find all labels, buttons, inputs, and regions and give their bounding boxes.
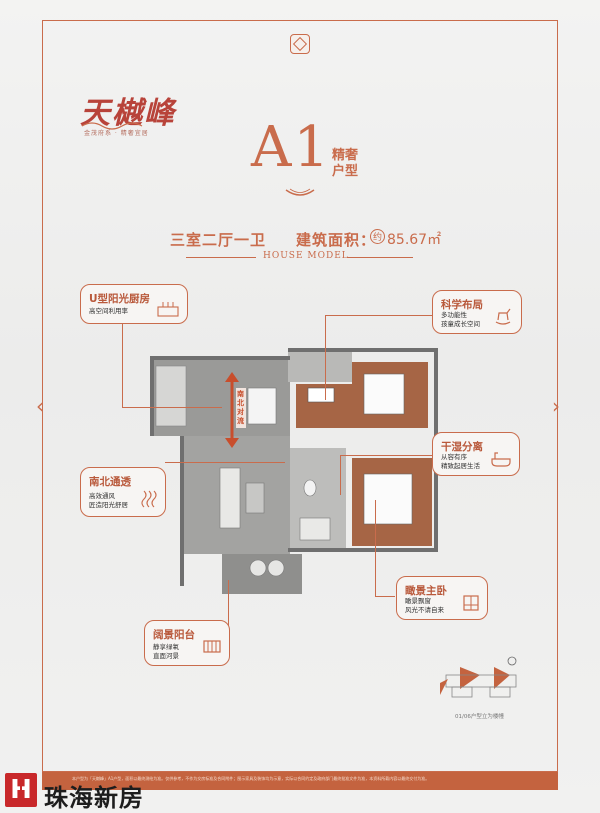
approx-badge: 约: [370, 229, 385, 244]
brand-logo: 天樾峰: [80, 96, 176, 131]
disclaimer-bar: 本户型为「天樾峰」A1户型，面积以最终测绘为准。仅供参考，不作为交房标准及合同附…: [42, 772, 558, 790]
area-value: 85.67㎡: [387, 232, 442, 248]
left-chevron-icon: ‹: [36, 394, 44, 418]
site-plan-key: [440, 656, 517, 698]
callout-balcony-title: 阔景阳台: [153, 629, 195, 641]
callout-layout-line-2: 孩童成长空间: [441, 320, 480, 328]
leader-balcony-v: [228, 580, 230, 630]
leader-kitchen-v: [122, 322, 124, 408]
corridor-floor: [288, 352, 352, 382]
model-tag: 精奢户型: [332, 148, 359, 179]
callout-balcony-line-1: 静享绿氧: [153, 643, 179, 651]
leader-bath-v: [340, 455, 342, 495]
callout-ventilation-line-1: 高效通风: [89, 492, 115, 500]
right-chevron-icon: ›: [552, 394, 560, 418]
leader-layout-v: [325, 315, 327, 400]
dining-table: [247, 387, 277, 425]
section-divider-right: [347, 257, 413, 258]
callout-bathroom: 干湿分离 从容有序 精致起居生活: [432, 432, 520, 476]
poster-frame: [42, 20, 558, 772]
callout-master-title: 瞰景主卧: [405, 585, 447, 597]
disclaimer-text: 本户型为「天樾峰」A1户型，面积以最终测绘为准。仅供参考，不作为交房标准及合同附…: [72, 776, 430, 781]
sofa: [219, 467, 241, 529]
callout-balcony-line-2: 直面河景: [153, 652, 179, 660]
callout-ventilation-title: 南北通透: [89, 476, 131, 488]
leader-bath-h: [340, 455, 433, 457]
floor-plan: [150, 348, 438, 594]
model-code: A1: [251, 115, 332, 180]
callout-layout-title: 科学布局: [441, 299, 483, 311]
callout-ventilation-line-2: 匠造阳光舒居: [89, 501, 128, 509]
callout-kitchen-title: U型阳光厨房: [89, 293, 151, 305]
leader-master-h: [375, 596, 395, 598]
site-plan-caption: 01/06户型立为楼幢: [455, 714, 504, 720]
watermark-text: 珠海新房: [44, 784, 144, 812]
airflow-icon: [141, 490, 157, 508]
balcony-icon: [203, 640, 221, 653]
brand-slogan: 金茂府系 · 精奢宜居: [84, 130, 149, 137]
callout-master-line-1: 瞰景飘窗: [405, 597, 431, 605]
leader-layout-h: [325, 315, 433, 317]
callout-master-bedroom: 瞰景主卧 瞰景飘窗 风光不请自来: [396, 576, 488, 620]
callout-kitchen-line: 高空间利用率: [89, 307, 128, 315]
callout-ventilation: 南北通透 高效通风 匠造阳光舒居: [80, 467, 166, 517]
logo-wave-icon: [81, 122, 143, 130]
rocking-horse-icon: [495, 308, 511, 325]
callout-bathroom-title: 干湿分离: [441, 441, 483, 453]
window-icon: [463, 595, 479, 611]
callout-bathroom-line-1: 从容有序: [441, 453, 467, 461]
callout-layout-line-1: 多功能性: [441, 311, 467, 319]
bathtub-icon: [491, 452, 511, 467]
callout-balcony: 阔景阳台 静享绿氧 直面河景: [144, 620, 230, 666]
callout-master-line-2: 风光不请自来: [405, 606, 444, 614]
airflow-axis-label: 南北对流: [237, 390, 244, 425]
leader-vent-h: [165, 462, 285, 464]
area-label: 建筑面积：: [296, 231, 377, 249]
section-title: HOUSE MODEL: [263, 251, 349, 261]
ornament-icon: [285, 188, 315, 196]
watermark-logo: H: [5, 773, 37, 807]
callout-kitchen: U型阳光厨房 高空间利用率: [80, 284, 188, 324]
callout-layout: 科学布局 多功能性 孩童成长空间: [432, 290, 522, 334]
leader-master-v: [375, 500, 377, 596]
watermark-logo-letter: H: [10, 775, 32, 805]
kitchen-counter: [155, 365, 187, 427]
section-divider-left: [186, 257, 256, 258]
top-emblem-icon: [290, 34, 310, 54]
callout-bathroom-line-2: 精致起居生活: [441, 462, 480, 470]
room-layout: 三室二厅一卫: [170, 231, 267, 249]
kitchen-icon: [157, 302, 179, 317]
leader-kitchen-h: [122, 407, 222, 409]
